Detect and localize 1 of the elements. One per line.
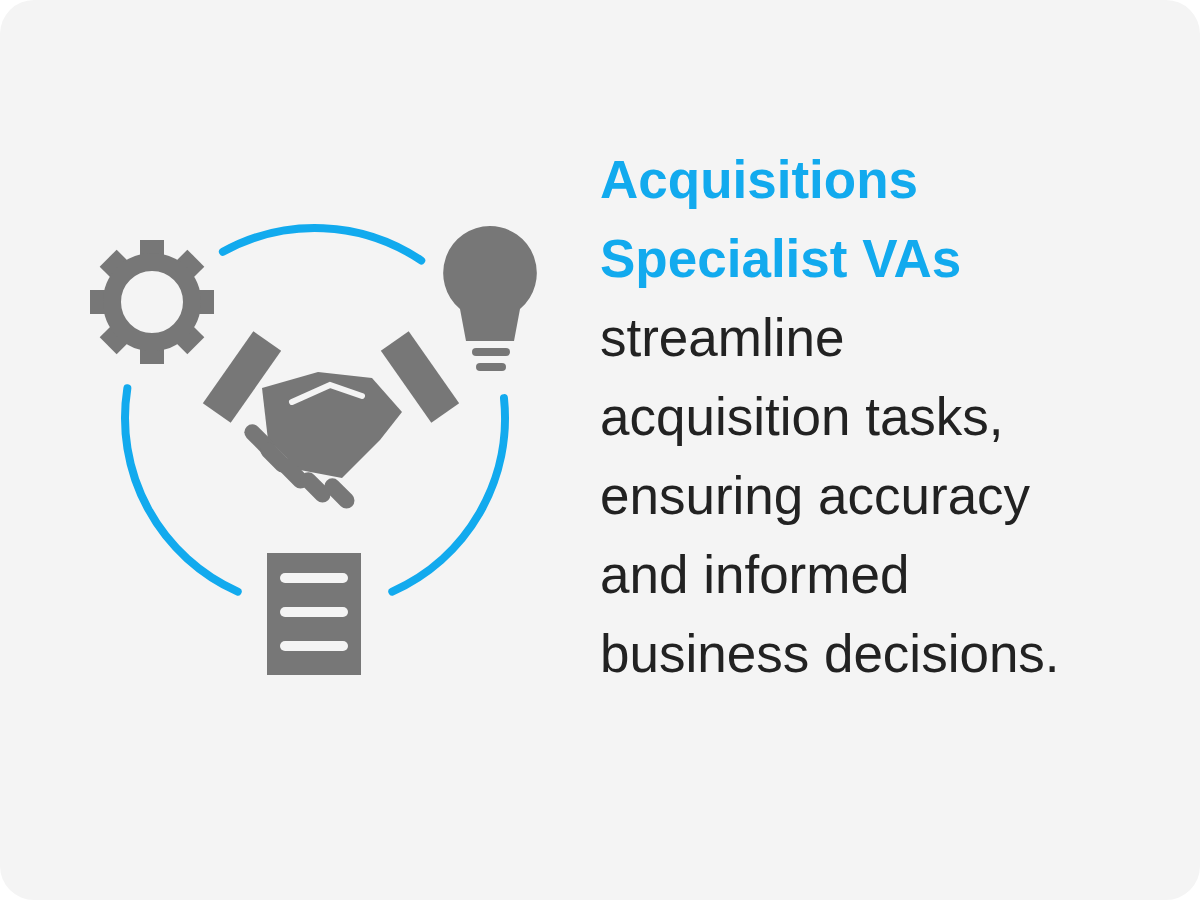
description-text: Acquisitions Specialist VAs streamline acquisition tasks, ensuring accuracy and informed business decisions. [600, 149, 1061, 685]
